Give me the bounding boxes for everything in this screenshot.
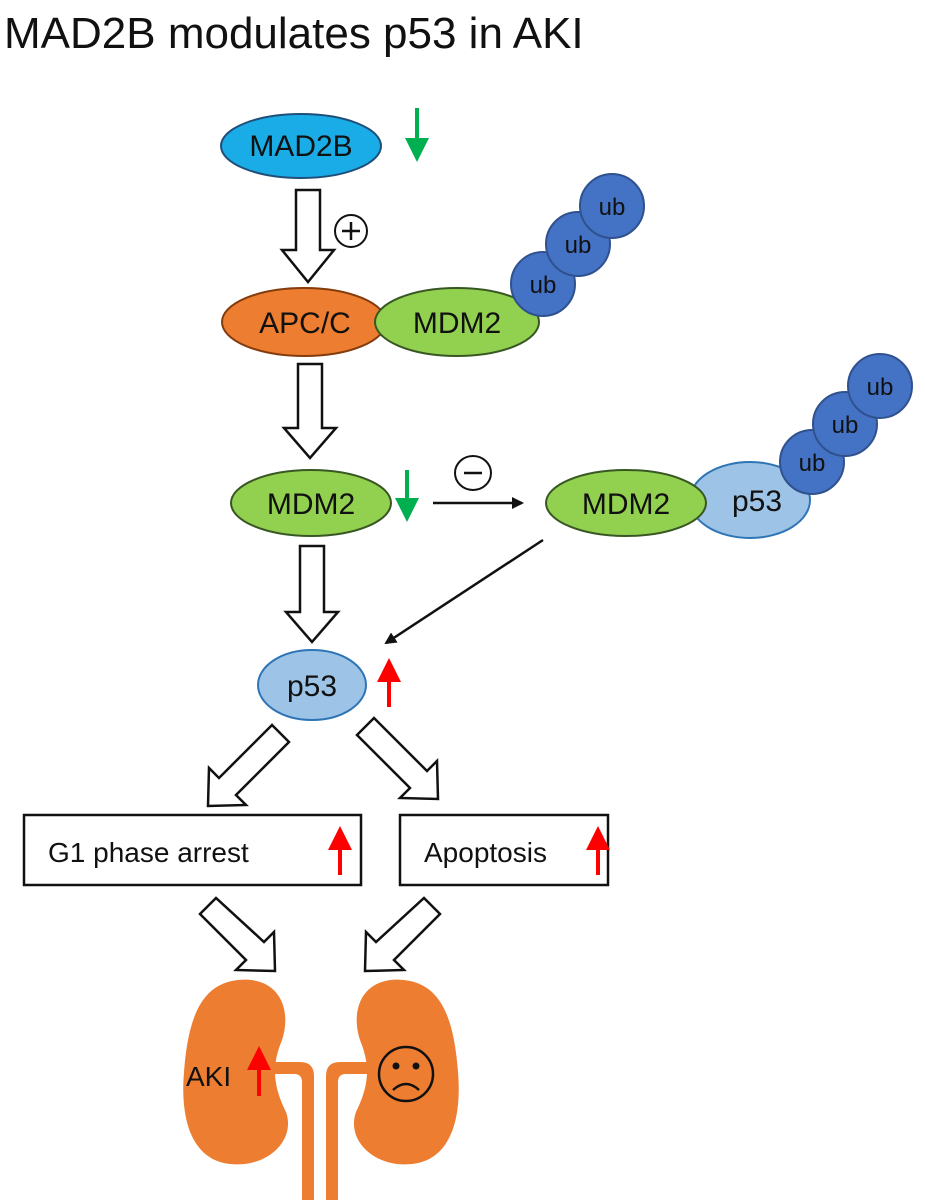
minus-sign-icon xyxy=(454,455,492,491)
apoptosis-box xyxy=(398,813,610,887)
mdm2-bound-label: MDM2 xyxy=(582,488,670,521)
arrow-mdm2-to-p53 xyxy=(283,544,341,644)
aki-up-arrow-icon xyxy=(247,1046,271,1096)
arrow-complex-to-p53 xyxy=(384,538,544,645)
ub-label: ub xyxy=(565,232,592,259)
ub-bead xyxy=(847,353,913,419)
left-ureter xyxy=(268,1062,314,1200)
plus-sign-icon xyxy=(334,214,368,248)
ub-bead xyxy=(579,173,645,239)
arrow-complex-to-mdm2 xyxy=(281,362,339,460)
p53-label: p53 xyxy=(287,670,337,703)
ub-label: ub xyxy=(799,450,826,477)
ub-label: ub xyxy=(832,412,859,439)
apoptosis-up-arrow-icon xyxy=(586,826,610,875)
ub-label: ub xyxy=(530,272,557,299)
left-kidney xyxy=(183,979,289,1165)
aki-label: AKI xyxy=(186,1061,231,1092)
kidneys-illustration xyxy=(183,979,459,1200)
mad2b-down-arrow-icon xyxy=(405,108,429,162)
g1-arrest-label: G1 phase arrest xyxy=(48,837,249,868)
g1-arrest-box xyxy=(22,813,363,887)
ub-chain-upper: ub ub ub xyxy=(510,173,645,317)
activation-arrow-mad2b-to-apcc xyxy=(279,188,337,284)
g1-arrest-up-arrow-icon xyxy=(328,826,352,875)
ub-label: ub xyxy=(867,374,894,401)
arrow-apoptosis-to-kidney xyxy=(363,896,442,973)
mdm2-label: MDM2 xyxy=(267,488,355,521)
mad2b-label: MAD2B xyxy=(249,130,352,163)
mdm2-down-arrow-icon xyxy=(395,470,419,522)
mdm2-complex-label: MDM2 xyxy=(413,307,501,340)
diagram-title: MAD2B modulates p53 in AKI xyxy=(4,9,584,58)
mdm2-bound-node xyxy=(545,469,707,537)
mdm2-node xyxy=(230,469,392,537)
apcc-label: APC/C xyxy=(259,307,351,340)
p53-node xyxy=(257,649,367,721)
right-kidney xyxy=(353,979,459,1165)
right-ureter xyxy=(326,1062,372,1200)
p53-bound-label: p53 xyxy=(732,485,782,518)
ub-label: ub xyxy=(599,194,626,221)
sad-face-icon xyxy=(377,1045,435,1103)
arrow-p53-to-apoptosis xyxy=(355,716,440,801)
arrow-g1-arrest-to-kidney xyxy=(198,896,277,973)
ub-chain-lower: ub ub ub xyxy=(779,353,913,495)
mad2b-node xyxy=(220,113,382,179)
arrow-p53-to-g1-arrest xyxy=(206,723,291,808)
p53-up-arrow-icon xyxy=(377,658,401,707)
apoptosis-label: Apoptosis xyxy=(424,837,547,868)
mdm2-complex-node xyxy=(374,287,540,357)
